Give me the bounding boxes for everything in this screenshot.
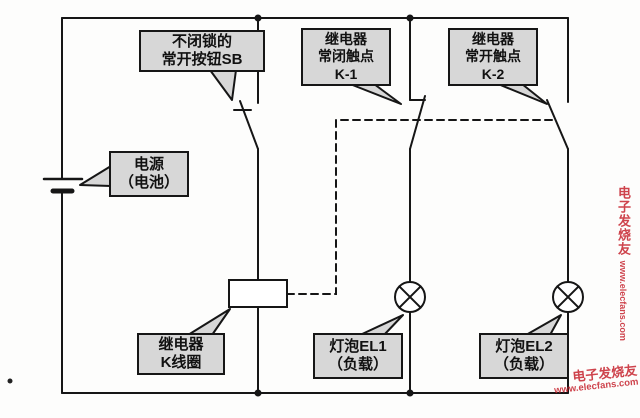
watermark-brand: 电子发烧友: [616, 186, 631, 256]
junction-dot: [254, 14, 262, 22]
watermark-side: 电子发烧友 www.elecfans.com: [614, 186, 633, 341]
ink-speck: [7, 378, 13, 384]
junction-dot: [254, 389, 262, 397]
lamp-el1-symbol: [394, 281, 426, 313]
lamp-el2-symbol: [552, 281, 584, 313]
callout-line: 电源: [133, 155, 164, 173]
callout-line: （负载）: [493, 356, 554, 373]
callout-power-source: 电源 （电池）: [109, 151, 189, 197]
callout-line: 继电器: [325, 31, 367, 48]
callout-line: （电池）: [118, 174, 179, 191]
callout-tail-k2: [497, 83, 548, 105]
callout-button-sb: 不闭锁的 常开按钮SB: [139, 30, 265, 72]
callout-line: K-1: [334, 65, 358, 82]
callout-line: （负载）: [327, 356, 388, 373]
callout-line: 常开按钮SB: [161, 51, 243, 68]
callout-tail-el1: [359, 314, 404, 336]
battery-symbol: [42, 177, 84, 194]
callout-relay-coil: 继电器 K线圈: [137, 333, 225, 375]
sb-blade: [239, 100, 259, 150]
callout-line: K线圈: [160, 354, 202, 371]
linkage-dashed-line: [286, 119, 553, 295]
callout-lamp-el2: 灯泡EL2 （负载）: [479, 333, 569, 379]
callout-line: 灯泡EL2: [495, 337, 553, 355]
junction-dot: [406, 14, 414, 22]
switch-sb-symbol: [233, 100, 259, 150]
wires: [42, 17, 584, 394]
callout-line: 继电器: [158, 335, 204, 353]
callout-line: 常闭触点: [318, 48, 374, 65]
callout-contact-k1: 继电器 常闭触点 K-1: [301, 28, 391, 86]
callout-line: 继电器: [472, 31, 514, 48]
k1-blade: [409, 95, 426, 150]
junction-dots: [254, 14, 414, 397]
callout-line: 不闭锁的: [171, 32, 232, 50]
callout-lamp-el1: 灯泡EL1 （负载）: [313, 333, 403, 379]
junction-dot: [406, 389, 414, 397]
lamp-el2-cross: [556, 285, 580, 309]
contact-k2-blade: [546, 99, 569, 150]
callout-tail-el2: [525, 314, 562, 336]
callout-tail-k1: [349, 83, 402, 105]
callout-tail-sb: [209, 69, 237, 101]
callout-contact-k2: 继电器 常开触点 K-2: [448, 28, 538, 86]
lamp-el1-cross: [398, 285, 422, 309]
callout-line: K-2: [481, 65, 505, 82]
watermark-url: www.elecfans.com: [618, 260, 628, 341]
callout-tails: [79, 69, 562, 336]
contact-k1-symbol: [409, 95, 426, 150]
callout-tail-power: [79, 165, 112, 187]
callout-line: 常开触点: [465, 48, 521, 65]
callout-line: 灯泡EL1: [329, 337, 387, 355]
relay-coil-symbol: [228, 279, 288, 308]
callout-tail-coil: [187, 308, 231, 336]
